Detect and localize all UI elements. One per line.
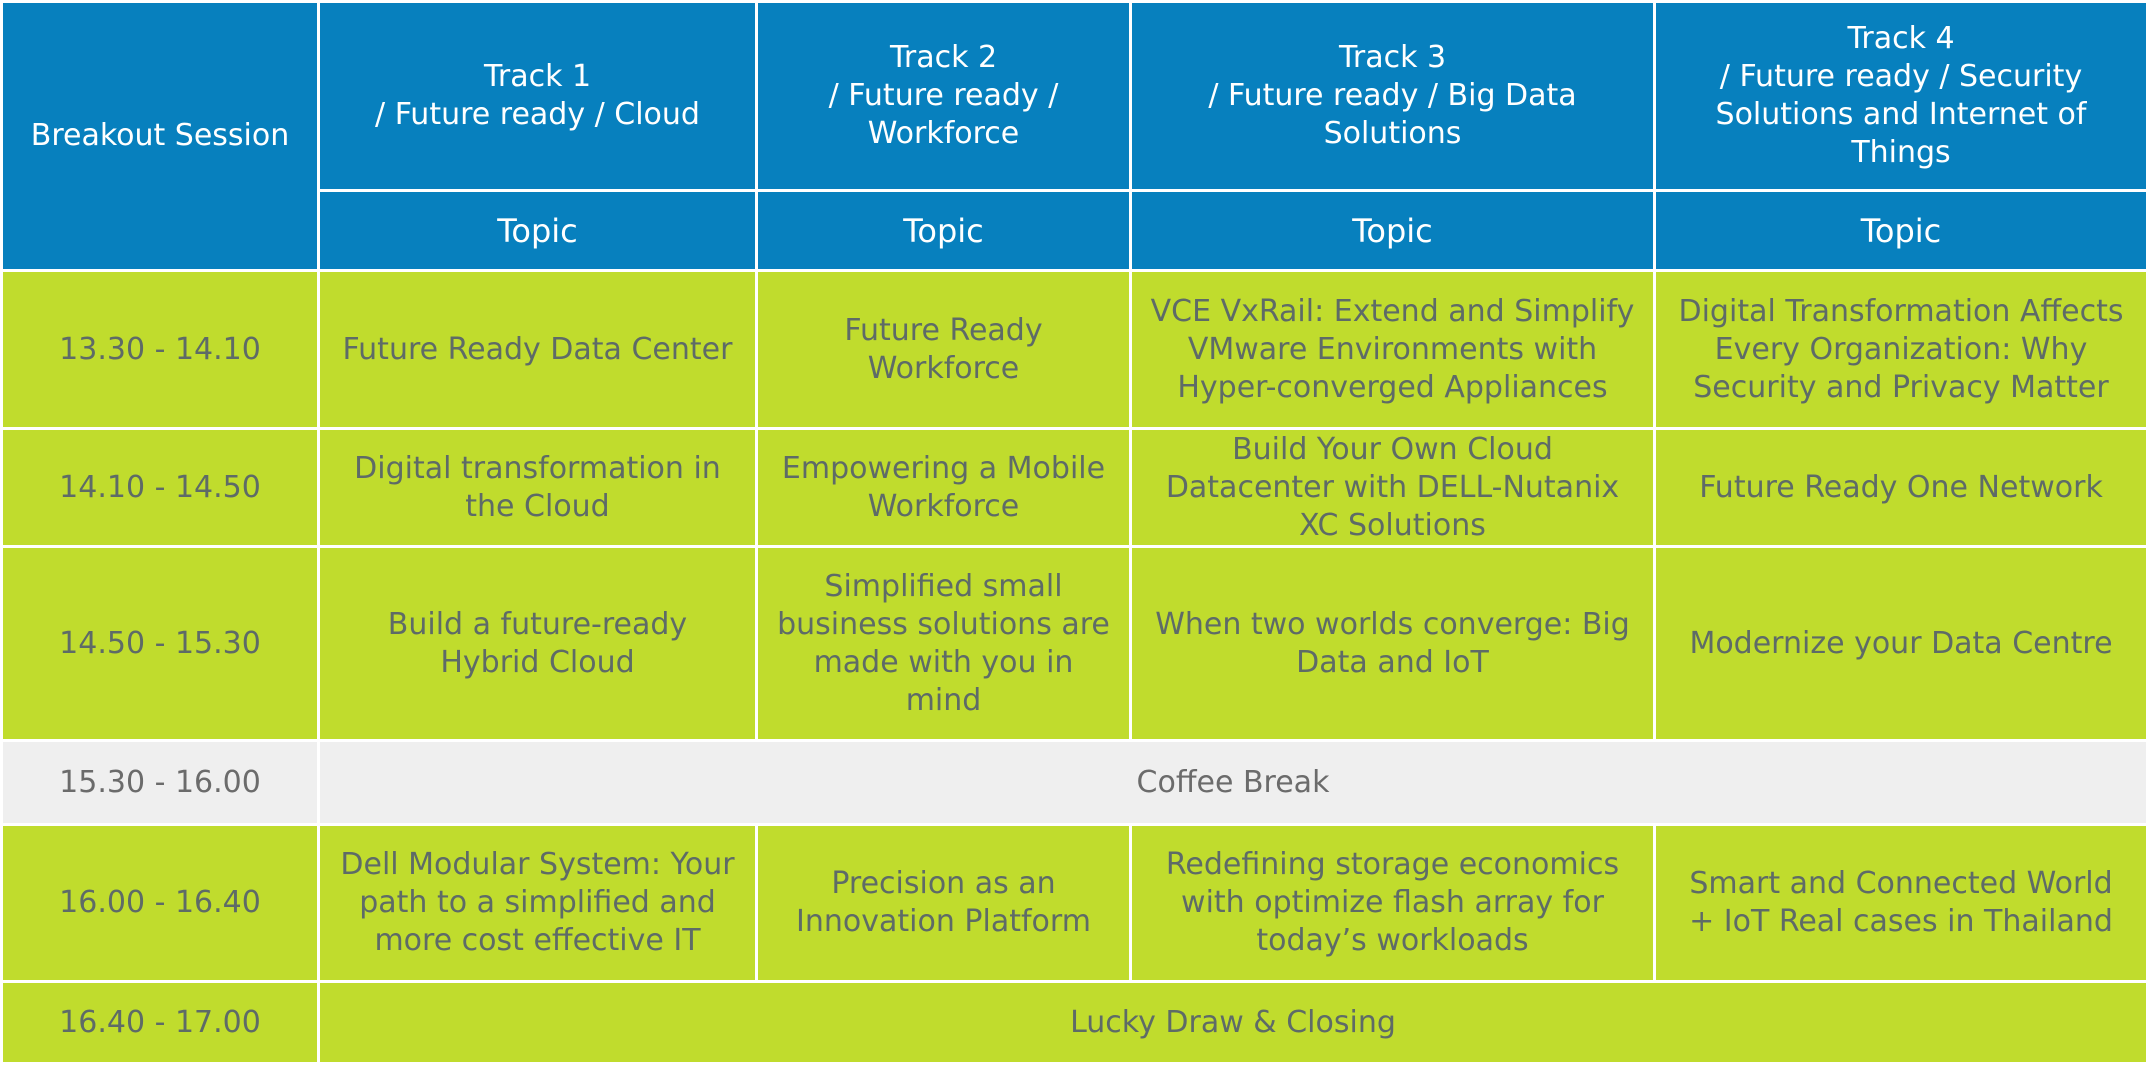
topic-header-track-1: Topic: [319, 191, 757, 271]
session-topic-track-1: Build a future-ready Hybrid Cloud: [319, 547, 757, 741]
session-topic-track-4: Future Ready One Network: [1655, 429, 2146, 547]
session-time: 15.30 - 16.00: [2, 741, 319, 825]
session-topic-track-4: Smart and Connected World + IoT Real cas…: [1655, 825, 2146, 982]
session-time: 16.00 - 16.40: [2, 825, 319, 982]
topic-header-track-4: Topic: [1655, 191, 2146, 271]
session-topic-track-1: Digital transformation in the Cloud: [319, 429, 757, 547]
session-topic-track-2: Simplified small business solutions are …: [757, 547, 1131, 741]
track-3-number: Track 3: [1202, 39, 1583, 77]
session-row: 14.50 - 15.30 Build a future-ready Hybri…: [2, 547, 2146, 741]
track-1-name: / Future ready / Cloud: [338, 96, 737, 134]
session-topic-track-2: Empowering a Mobile Workforce: [757, 429, 1131, 547]
session-topic-track-4: Modernize your Data Centre: [1655, 547, 2146, 741]
header-track-4: Track 4 / Future ready / Security Soluti…: [1655, 2, 2146, 191]
session-topic-track-3: When two worlds converge: Big Data and I…: [1131, 547, 1655, 741]
session-topic-track-2: Precision as an Innovation Platform: [757, 825, 1131, 982]
session-time: 14.50 - 15.30: [2, 547, 319, 741]
session-topic-track-1: Dell Modular System: Your path to a simp…: [319, 825, 757, 982]
track-2-number: Track 2: [808, 39, 1079, 77]
session-time: 13.30 - 14.10: [2, 271, 319, 429]
track-4-name: / Future ready / Security Solutions and …: [1706, 58, 2096, 172]
track-3-name: / Future ready / Big Data Solutions: [1202, 77, 1583, 153]
session-row: 16.40 - 17.00 Lucky Draw & Closing: [2, 982, 2146, 1064]
lucky-draw-closing-label: Lucky Draw & Closing: [319, 982, 2146, 1064]
header-track-2: Track 2 / Future ready / Workforce: [757, 2, 1131, 191]
header-row-topics: Topic Topic Topic Topic: [2, 191, 2146, 271]
session-time: 16.40 - 17.00: [2, 982, 319, 1064]
header-breakout-session: Breakout Session: [2, 2, 319, 271]
header-track-3: Track 3 / Future ready / Big Data Soluti…: [1131, 2, 1655, 191]
session-topic-track-1: Future Ready Data Center: [319, 271, 757, 429]
session-row: 16.00 - 16.40 Dell Modular System: Your …: [2, 825, 2146, 982]
topic-header-track-2: Topic: [757, 191, 1131, 271]
session-topic-track-3: Build Your Own Cloud Datacenter with DEL…: [1131, 429, 1655, 547]
track-2-name: / Future ready / Workforce: [808, 77, 1079, 153]
session-time: 14.10 - 14.50: [2, 429, 319, 547]
session-topic-track-3: Redefining storage economics with optimi…: [1131, 825, 1655, 982]
session-row: 14.10 - 14.50 Digital transformation in …: [2, 429, 2146, 547]
session-topic-track-4: Digital Transformation Affects Every Org…: [1655, 271, 2146, 429]
break-row: 15.30 - 16.00 Coffee Break: [2, 741, 2146, 825]
track-1-number: Track 1: [338, 58, 737, 96]
coffee-break-label: Coffee Break: [319, 741, 2146, 825]
session-row: 13.30 - 14.10 Future Ready Data Center F…: [2, 271, 2146, 429]
session-topic-track-2: Future Ready Workforce: [757, 271, 1131, 429]
topic-header-track-3: Topic: [1131, 191, 1655, 271]
track-4-number: Track 4: [1706, 20, 2096, 58]
session-topic-track-3: VCE VxRail: Extend and Simplify VMware E…: [1131, 271, 1655, 429]
header-row-tracks: Breakout Session Track 1 / Future ready …: [2, 2, 2146, 191]
header-track-1: Track 1 / Future ready / Cloud: [319, 2, 757, 191]
